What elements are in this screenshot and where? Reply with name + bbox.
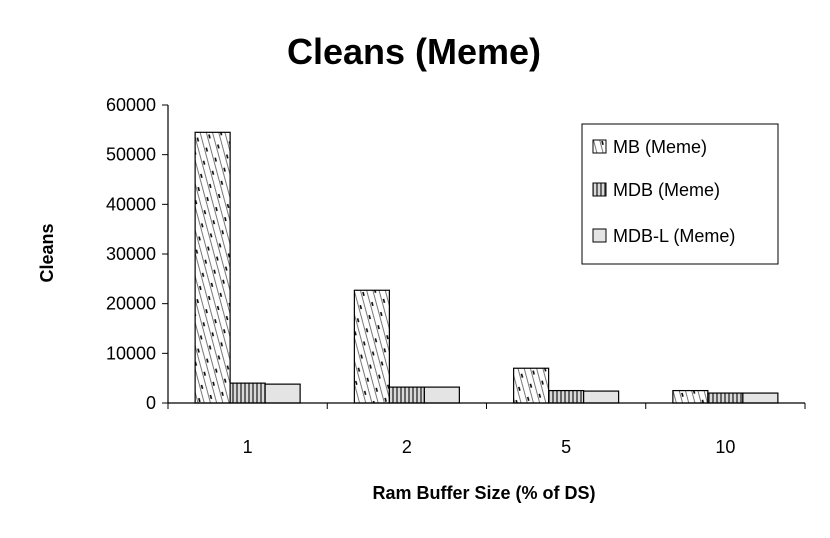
bar-mdbl-2 <box>423 386 460 404</box>
legend-swatch-mdb <box>592 182 607 197</box>
bars <box>194 131 779 404</box>
bar-mb-1 <box>194 131 231 404</box>
x-axis-ticks: 1 2 5 10 <box>167 403 806 457</box>
bar-mdbl-1 <box>264 383 301 404</box>
chart-title: Cleans (Meme) <box>287 31 541 72</box>
y-axis-label: Cleans <box>37 223 57 282</box>
legend-box <box>581 123 779 265</box>
bar-mdbl-5 <box>583 390 620 404</box>
bar-mb-5 <box>513 367 550 404</box>
bar-mb-2 <box>353 289 390 404</box>
legend-swatch-mb <box>592 139 607 154</box>
x-axis-label: Ram Buffer Size (% of DS) <box>372 483 595 503</box>
bar-mdb-2 <box>388 386 425 404</box>
y-tick-label: 20000 <box>106 294 156 314</box>
y-axis-ticks: 0 10000 20000 30000 40000 50000 60000 <box>106 95 168 413</box>
y-tick-label: 60000 <box>106 95 156 115</box>
x-tick-label: 1 <box>243 437 253 457</box>
legend-label-mb: MB (Meme) <box>613 137 707 157</box>
y-tick-label: 50000 <box>106 145 156 165</box>
bar-mdb-1 <box>229 382 266 404</box>
y-tick-label: 30000 <box>106 244 156 264</box>
bar-mb-10 <box>672 389 709 404</box>
legend-label-mdb: MDB (Meme) <box>613 180 720 200</box>
y-tick-label: 10000 <box>106 343 156 363</box>
x-tick-label: 2 <box>402 437 412 457</box>
bar-mdb-10 <box>707 392 744 404</box>
legend-swatch-mdbl <box>592 228 607 243</box>
y-tick-label: 40000 <box>106 194 156 214</box>
x-tick-label: 10 <box>715 437 735 457</box>
bar-mdbl-10 <box>742 392 779 404</box>
legend: MB (Meme) MDB (Meme) MDB-L (Meme) <box>581 123 779 265</box>
x-tick-label: 5 <box>561 437 571 457</box>
legend-label-mdbl: MDB-L (Meme) <box>613 226 735 246</box>
bar-mdb-5 <box>548 389 585 404</box>
y-tick-label: 0 <box>146 393 156 413</box>
